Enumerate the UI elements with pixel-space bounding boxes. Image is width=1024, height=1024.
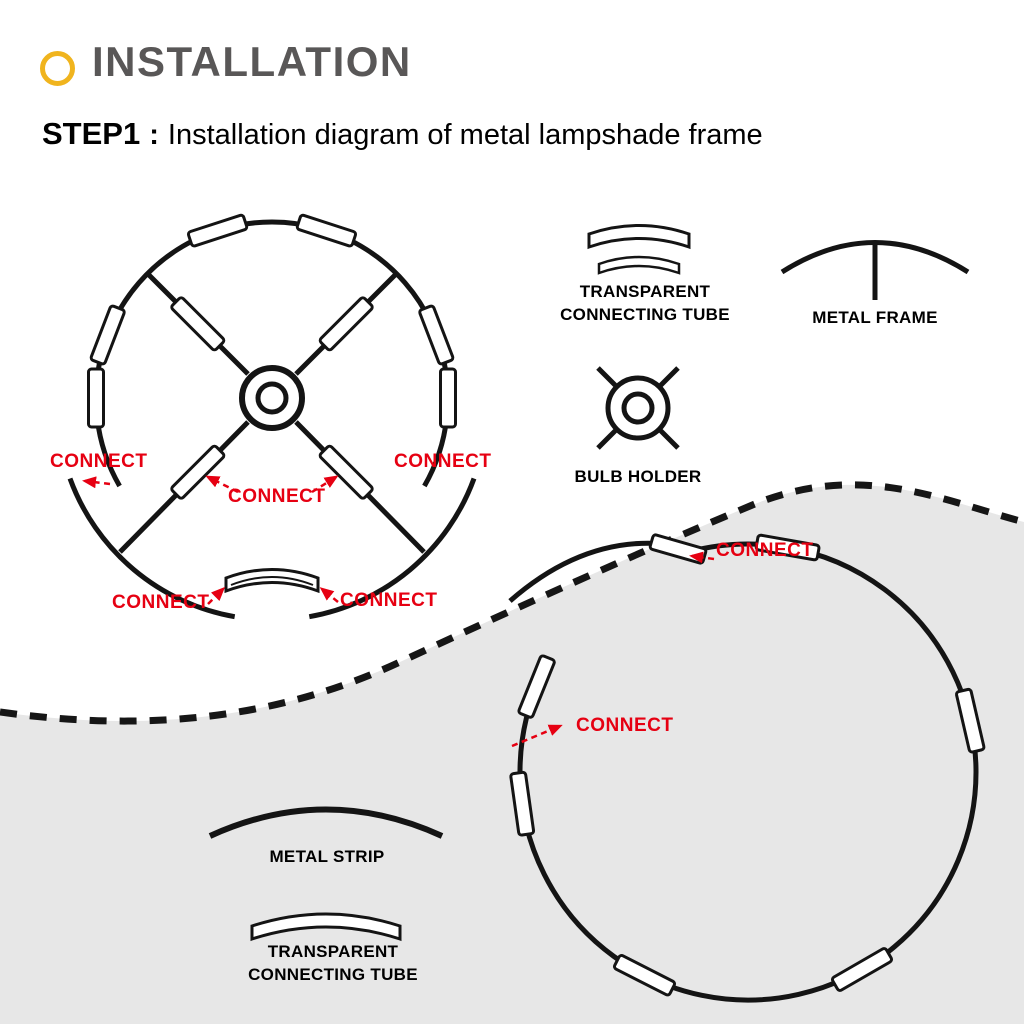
legend-transparent-tube-bottom-label: TRANSPARENT CONNECTING TUBE bbox=[248, 942, 418, 984]
connect-arrow bbox=[319, 587, 339, 603]
strip-arc bbox=[208, 806, 444, 839]
connect-label-ring-left: CONNECT bbox=[576, 715, 674, 736]
page-title: INSTALLATION bbox=[92, 38, 412, 85]
tube-connector bbox=[754, 533, 821, 562]
connect-label-ring-top: CONNECT bbox=[716, 540, 814, 561]
transparent-tube-icon-top bbox=[587, 224, 691, 275]
rim-arc-lower-right bbox=[308, 477, 477, 620]
rim-tube-connectors bbox=[87, 213, 457, 429]
connect-arrow bbox=[82, 476, 111, 489]
lampshade-top-frame-diagram bbox=[67, 213, 477, 620]
tube-connector bbox=[318, 444, 374, 500]
rim-arc-lower-left bbox=[67, 477, 236, 620]
tube-connector bbox=[509, 770, 536, 837]
connect-label-wheel-bottom-left: CONNECT bbox=[112, 592, 210, 613]
connect-arrow bbox=[689, 551, 715, 564]
connect-label-wheel-left: CONNECT bbox=[50, 451, 148, 472]
lampshade-ring-diagram bbox=[508, 533, 986, 1003]
connect-arrows bbox=[82, 475, 715, 748]
tube-connector bbox=[439, 367, 457, 429]
bulb-holder-icon bbox=[596, 366, 680, 450]
gray-region-fill bbox=[0, 484, 1024, 1024]
connect-arrow bbox=[311, 475, 339, 494]
tube-connector bbox=[295, 213, 358, 248]
dashed-boundary-line bbox=[0, 481, 1024, 725]
tube-connector bbox=[418, 304, 455, 366]
connect-arrow bbox=[207, 586, 226, 605]
tube-connector bbox=[170, 444, 226, 500]
ring-main-arc bbox=[517, 541, 979, 1003]
tube-band bbox=[597, 255, 681, 275]
step-label: STEP1 bbox=[42, 116, 141, 151]
tube-band bbox=[587, 224, 691, 250]
connect-label-wheel-bottom-right: CONNECT bbox=[340, 590, 438, 611]
connect-label-wheel-right: CONNECT bbox=[394, 451, 492, 472]
metal-frame-icon bbox=[780, 240, 970, 300]
tube-connector bbox=[318, 296, 374, 352]
tube-connector bbox=[170, 296, 226, 352]
legend-metal-frame-label: METAL FRAME bbox=[812, 308, 938, 327]
section-bullet-icon bbox=[40, 51, 75, 86]
tube-connector bbox=[955, 687, 986, 754]
rim-arc-top bbox=[110, 219, 434, 325]
transparent-tube-icon-bottom bbox=[250, 912, 402, 942]
tube-connector bbox=[89, 304, 126, 366]
holder-inner-ring bbox=[621, 391, 655, 425]
ring-tube-connectors bbox=[509, 533, 986, 997]
strip-inner-line bbox=[230, 576, 314, 586]
legend-transparent-tube-top-label: TRANSPARENT CONNECTING TUBE bbox=[560, 282, 730, 324]
loose-bottom-strip bbox=[224, 568, 320, 594]
hub-inner-ring bbox=[255, 381, 289, 415]
spoke-tube-connectors bbox=[170, 296, 374, 500]
tube-connector bbox=[613, 953, 676, 997]
metal-strip-icon bbox=[208, 806, 444, 839]
connect-arrow bbox=[205, 475, 239, 494]
tube-connector bbox=[831, 947, 893, 992]
tube-connector bbox=[186, 213, 249, 248]
tube-connector bbox=[517, 654, 556, 719]
step-description: Installation diagram of metal lampshade … bbox=[167, 119, 763, 151]
legend-metal-strip-label: METAL STRIP bbox=[269, 847, 385, 866]
step-colon: : bbox=[149, 119, 159, 151]
step-heading: STEP1 : Installation diagram of metal la… bbox=[42, 116, 763, 152]
tube-connector bbox=[87, 367, 105, 429]
legend-bulb-holder-label: BULB HOLDER bbox=[574, 467, 702, 486]
gray-region bbox=[0, 481, 1024, 1024]
tube-band bbox=[224, 568, 320, 594]
connect-label-wheel-center: CONNECT bbox=[228, 486, 326, 507]
connect-arrow bbox=[511, 724, 563, 748]
tube-band bbox=[250, 912, 402, 942]
